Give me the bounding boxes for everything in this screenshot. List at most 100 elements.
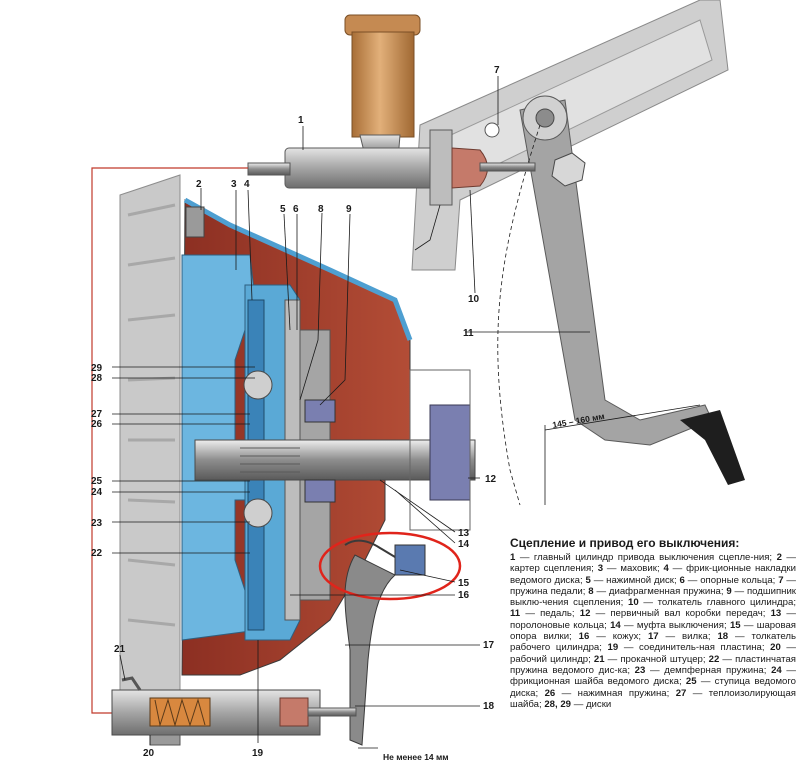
caption-text: — толкатель главного цилиндра;: [638, 597, 796, 609]
caption-num: 8: [588, 585, 594, 597]
callout-25: 25: [91, 476, 103, 487]
caption-item: 10 — толкатель главного цилиндра;: [628, 597, 796, 608]
callout-27: 27: [91, 409, 103, 420]
engine-block: [119, 174, 181, 706]
caption-num: 23: [634, 664, 646, 676]
callout-20: 20: [143, 748, 155, 759]
caption-text: — маховик;: [603, 563, 664, 575]
callout-4: 4: [244, 179, 250, 190]
caption-num: 4: [663, 563, 669, 575]
caption-item: 23 — демпферная пружина;: [635, 665, 771, 676]
input-shaft: [194, 369, 476, 531]
caption-item: 25 — ступица ведомого диска;: [510, 676, 796, 698]
callout-3: 3: [231, 179, 237, 190]
caption-num: 22: [708, 653, 720, 665]
caption-title: Сцепление и привод его выключения:: [510, 536, 740, 550]
caption-text: — пластинчатая пружина ведомого дис-ка;: [510, 653, 797, 676]
caption-item: 4 — фрик-ционные накладки ведомого диска…: [510, 563, 796, 585]
caption-text: — диафрагменная пружина;: [593, 585, 724, 597]
caption-item: 17 — вилка;: [648, 631, 717, 642]
callout-26: 26: [91, 419, 103, 430]
caption-text: — рабочий цилиндр;: [510, 642, 797, 665]
caption-num: 26: [544, 687, 556, 699]
caption-item: 6 — опорные кольца;: [680, 575, 779, 586]
release-fork: [344, 539, 426, 746]
callout-1: 1: [298, 115, 304, 126]
callout-17: 17: [483, 640, 495, 651]
caption-item: 12 — первичный вал коробки передач;: [580, 608, 771, 619]
callout-21: 21: [114, 644, 126, 655]
caption-text: — вилка;: [658, 631, 718, 643]
callout-2: 2: [196, 179, 202, 190]
caption-item: 15 — шаровая опора вилки;: [510, 620, 796, 642]
caption-text: — главный цилиндр привода выключения сце…: [515, 552, 777, 563]
callout-6: 6: [293, 204, 299, 215]
caption-text: — прокачной штуцер;: [604, 653, 709, 665]
caption-text: — нажимной диск;: [590, 574, 680, 586]
callout-22: 22: [91, 548, 103, 559]
caption-text: — толкатель рабочего цилиндра;: [510, 631, 796, 654]
caption-item: 8 — диафрагменная пружина;: [588, 586, 723, 597]
caption-item: 28, 29 — диски: [544, 699, 611, 710]
caption-text: — кожух;: [589, 631, 648, 643]
caption-num: 3: [597, 563, 604, 575]
slave-cylinder: [111, 676, 357, 746]
caption-num: 14: [610, 619, 621, 631]
caption-item: 7 — пружина педали;: [510, 575, 796, 597]
callout-11: 11: [463, 328, 474, 339]
caption-num: 19: [607, 642, 619, 654]
caption-num: 6: [679, 574, 685, 586]
caption-text: — соединитель-ная пластина;: [618, 642, 771, 654]
caption-text: — демпферная пружина;: [645, 664, 772, 676]
min-gap-dimension: Не менее 14 мм: [383, 752, 449, 762]
caption-text: — фрикционная шайба ведомого диска;: [510, 664, 796, 688]
callout-14: 14: [458, 539, 470, 550]
caption-num: 1: [510, 552, 516, 563]
caption-num: 12: [579, 608, 591, 620]
caption-num: 27: [675, 687, 687, 699]
caption-text: — муфта выключения;: [620, 619, 730, 631]
caption-text: — педаль;: [520, 608, 580, 620]
callout-24: 24: [91, 487, 103, 498]
caption-text: — пружина педали;: [510, 574, 796, 597]
caption-item: 5 — нажимной диск;: [586, 575, 680, 586]
caption-item: 2 — картер сцепления;: [510, 552, 796, 574]
callout-28: 28: [91, 373, 103, 384]
callout-15: 15: [458, 578, 470, 589]
callout-7: 7: [494, 65, 500, 76]
callout-16: 16: [458, 590, 470, 601]
caption-item: 27 — теплоизолирующая шайба;: [510, 688, 796, 710]
callout-12: 12: [485, 474, 497, 485]
caption-item: 24 — фрикционная шайба ведомого диска;: [510, 665, 796, 687]
callout-13: 13: [458, 528, 470, 539]
caption-text: — нажимная пружина;: [555, 687, 676, 699]
caption-text: — шаровая опора вилки;: [510, 619, 796, 643]
callout-9: 9: [346, 204, 352, 215]
caption-text: — первичный вал коробки передач;: [590, 608, 771, 620]
caption-item: 14 — муфта выключения;: [610, 620, 730, 631]
caption-num: 15: [729, 619, 741, 631]
caption-text: — диски: [571, 698, 612, 710]
highlight-ellipse: [318, 531, 462, 601]
hydraulic-line: [91, 167, 248, 714]
caption-item: 1 — главный цилиндр привода выключения с…: [510, 552, 777, 563]
caption-item: 22 — пластинчатая пружина ведомого дис-к…: [510, 654, 796, 676]
caption-num: 13: [770, 608, 782, 620]
leader-lines: [112, 76, 701, 749]
caption-text: — картер сцепления;: [510, 552, 796, 575]
caption-num: 25: [685, 676, 697, 688]
master-cylinder: [247, 14, 536, 251]
caption-item: 11 — педаль;: [510, 608, 580, 619]
caption-item: 9 — подшипник выклю-чения сцепления;: [510, 586, 796, 608]
callout-10: 10: [468, 294, 480, 305]
caption-item: 16 — кожух;: [579, 631, 648, 642]
caption-num: 10: [627, 597, 639, 609]
caption-item: 18 — толкатель рабочего цилиндра;: [510, 631, 796, 653]
caption-item: 13 — поролоновые кольца;: [510, 608, 796, 630]
pedal-spring-hole: [484, 122, 500, 138]
caption-num: 7: [778, 574, 784, 586]
caption-text: — подшипник выклю-чения сцепления;: [510, 585, 796, 609]
caption-num: 11: [510, 608, 521, 620]
caption-num: 2: [776, 552, 782, 563]
